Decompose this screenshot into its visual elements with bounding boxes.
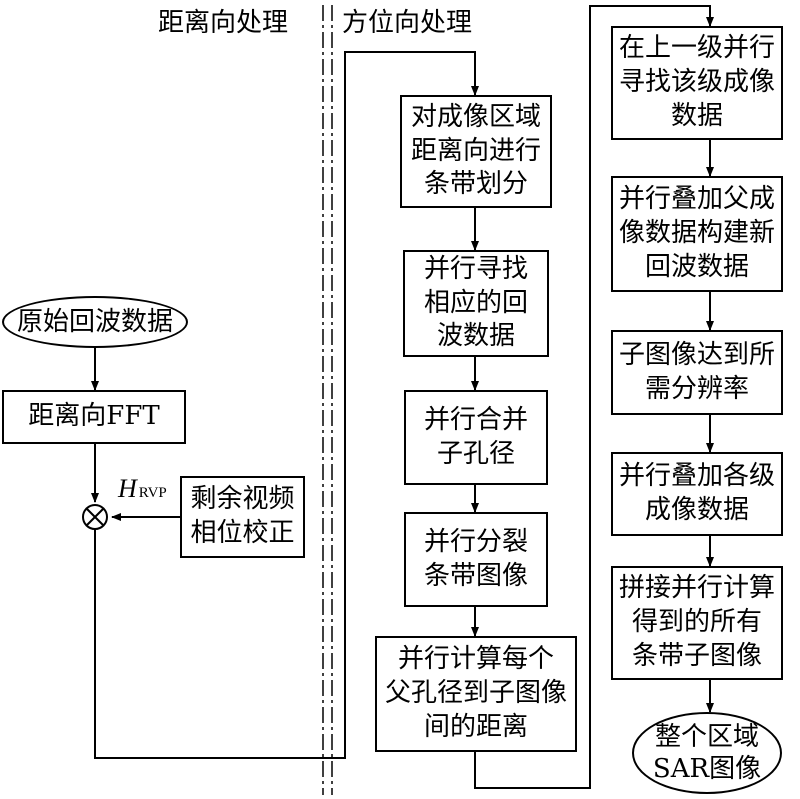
arrow-mid-to-right [474, 5, 714, 789]
find-echo-data-node: 并行寻找 相应的回 波数据 [403, 250, 549, 357]
range-processing-header: 距离向处理 [158, 8, 289, 38]
merge-subaperture-node: 并行合并 子孔径 [404, 390, 548, 485]
split-swath-image-node: 并行分裂 条带图像 [404, 512, 548, 607]
find-level-data-node: 在上一级并行 寻找该级成像 数据 [611, 26, 783, 140]
processing-separator [322, 5, 333, 795]
full-sar-image-node: 整个区域 SAR图像 [632, 712, 782, 794]
build-echo-data-node: 并行叠加父成 像数据构建新 回波数据 [611, 176, 783, 292]
resolution-check-node: 子图像达到所 需分辨率 [611, 330, 783, 415]
raw-echo-data-node: 原始回波数据 [2, 296, 188, 348]
rvp-correction-node: 剩余视频 相位校正 [180, 476, 305, 558]
azimuth-processing-header: 方位向处理 [342, 8, 473, 38]
arrow-mixer-to-striping [94, 51, 479, 759]
range-fft-node: 距离向FFT [2, 390, 186, 444]
stack-images-node: 并行叠加各级 成像数据 [611, 452, 783, 536]
swath-division-node: 对成像区域 距离向进行 条带划分 [400, 95, 552, 208]
compute-distance-node: 并行计算每个 父孔径到子图像 间的距离 [375, 636, 577, 752]
stitch-subimages-node: 拼接并行计算 得到的所有 条带子图像 [611, 566, 783, 680]
